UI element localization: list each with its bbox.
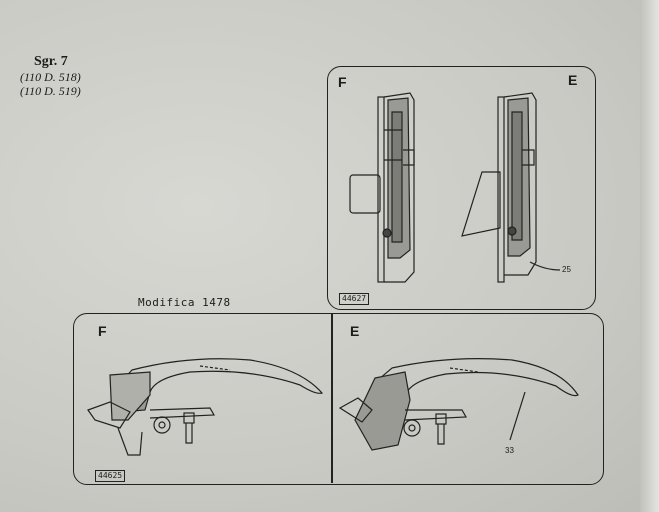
bottom-diagram-frame: [73, 313, 604, 485]
top-f-section-drawing: [349, 92, 415, 283]
bottom-panel-ref-number: 44625: [95, 470, 126, 482]
bottom-f-handle-drawing: [87, 358, 324, 456]
bottom-e-handle-drawing: [338, 358, 579, 451]
top-panel-label-e: E: [568, 72, 578, 88]
top-panel-callout: 25: [562, 265, 571, 274]
page-fold-shadow: [640, 0, 659, 512]
model-code-1: (110 D. 518): [20, 70, 81, 84]
bottom-panel-label-f: F: [98, 323, 107, 339]
document-header: Sgr. 7 (110 D. 518) (110 D. 519): [20, 54, 81, 98]
bottom-panel-divider: [331, 314, 333, 483]
bottom-panel-callout: 33: [505, 446, 514, 455]
top-panel-ref-number: 44627: [339, 293, 370, 305]
top-diagram-frame: [327, 66, 596, 310]
top-panel-label-f: F: [338, 74, 347, 90]
bottom-panel-label-e: E: [350, 323, 360, 339]
model-code-2: (110 D. 519): [20, 84, 81, 98]
top-e-section-drawing: [461, 92, 561, 283]
modification-label: Modifica 1478: [138, 296, 231, 309]
group-label: Sgr. 7: [34, 54, 68, 69]
